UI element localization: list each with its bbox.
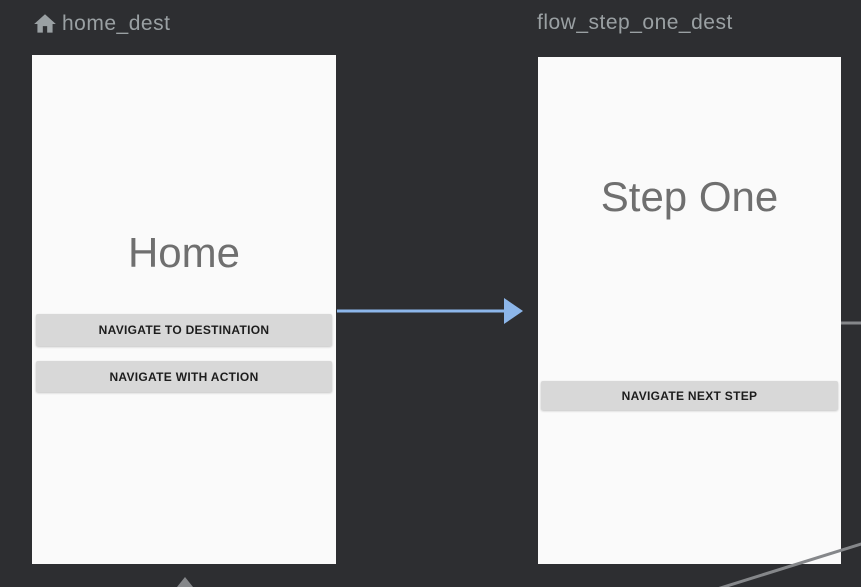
preview-button-navigate-next-step: NAVIGATE NEXT STEP: [541, 381, 838, 410]
screen-title: Step One: [600, 173, 779, 220]
screen-title: Home: [127, 229, 241, 276]
destination-label-text: home_dest: [62, 12, 171, 35]
home-icon: [32, 11, 58, 37]
destination-label-text: flow_step_one_dest: [537, 11, 733, 34]
incoming-arrowhead-bottom[interactable]: [177, 577, 193, 587]
destination-label-home[interactable]: home_dest: [32, 11, 170, 37]
destination-preview-home[interactable]: Home NAVIGATE TO DESTINATION NAVIGATE WI…: [32, 55, 336, 564]
destination-preview-step-one[interactable]: Step One NAVIGATE NEXT STEP: [538, 57, 841, 564]
destination-label-step-one[interactable]: flow_step_one_dest: [537, 11, 733, 35]
preview-button-navigate-with-action: NAVIGATE WITH ACTION: [36, 361, 332, 392]
action-arrow-home-to-step-one[interactable]: [337, 298, 523, 324]
preview-button-navigate-to-destination: NAVIGATE TO DESTINATION: [36, 314, 332, 346]
